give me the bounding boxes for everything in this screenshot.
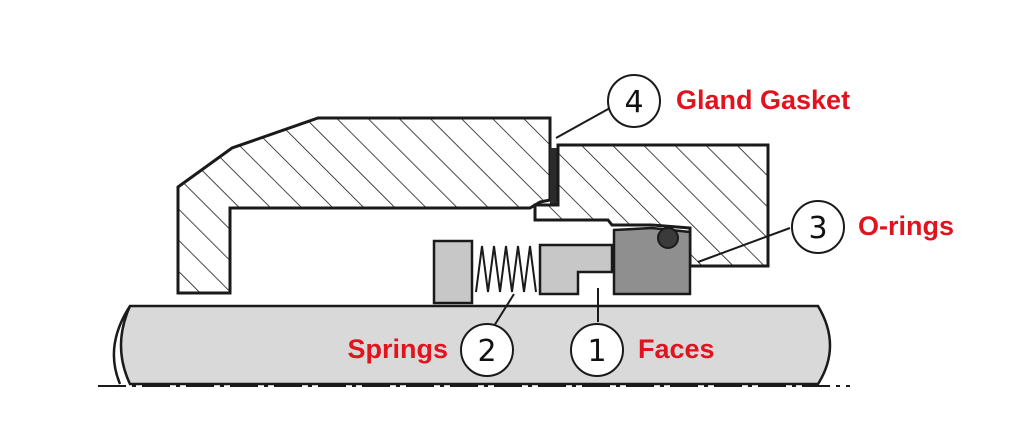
o-ring	[657, 227, 679, 249]
callout-4-number: 4	[624, 85, 643, 120]
shaft-end-arc	[112, 305, 132, 385]
callout-2-number: 2	[477, 334, 496, 369]
rotating-face	[538, 243, 614, 296]
spring	[475, 245, 537, 293]
leader-line-4	[555, 107, 611, 139]
leader-line-3	[697, 227, 791, 263]
callout-3-label: O-rings	[858, 211, 954, 241]
callout-3-circle	[791, 200, 845, 254]
leader-line-2	[493, 293, 515, 327]
callout-4-circle	[607, 74, 661, 128]
gland-gasket	[550, 148, 558, 204]
gland	[176, 116, 552, 295]
callout-4-label: Gland Gasket	[676, 85, 850, 115]
callout-1-label: Faces	[638, 334, 715, 364]
callout-1-number: 1	[587, 334, 606, 369]
callout-1-circle	[570, 323, 624, 377]
spring-retainer	[432, 239, 474, 305]
callout-2-label: Springs	[347, 334, 448, 364]
callout-3-number: 3	[808, 211, 827, 246]
seal-housing	[533, 143, 770, 268]
callout-2-circle	[460, 323, 514, 377]
